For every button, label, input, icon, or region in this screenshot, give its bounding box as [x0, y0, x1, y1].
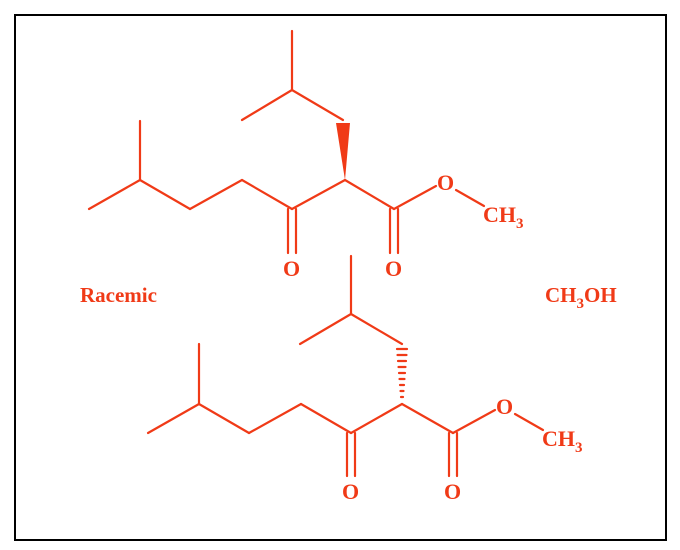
top-molecule: O CH3 O O	[87, 29, 524, 281]
racemic-label: Racemic	[80, 283, 157, 307]
bottom-o-to-methyl	[513, 412, 545, 432]
top-chain-bond-3	[240, 178, 294, 211]
frame-border	[14, 14, 667, 541]
top-carbonyl-oxygen: O	[385, 256, 402, 281]
methanol-label: CH3OH	[545, 283, 617, 312]
bottom-carbonyl-oxygen: O	[444, 479, 461, 504]
top-ester-single-o	[392, 184, 438, 211]
bottom-ester-oxygen: O	[496, 394, 513, 419]
bottom-chain-bond-1	[197, 402, 251, 435]
bottom-isobutyl-methyl-b	[298, 312, 353, 346]
bottom-chain-bond-3	[299, 402, 353, 435]
top-isobutyl-ch2	[290, 88, 345, 122]
top-ketone-oxygen: O	[283, 256, 300, 281]
bottom-chain-bond-2	[247, 402, 303, 435]
top-center-to-ester	[343, 178, 396, 211]
top-methyl-label: CH3	[483, 202, 524, 232]
bottom-chain-methyl-b	[146, 402, 201, 435]
top-o-to-methyl	[454, 188, 486, 208]
top-isobutyl-methyl-b	[240, 88, 294, 122]
top-chain-methyl-b	[87, 178, 142, 211]
top-ketone-to-center	[290, 178, 347, 211]
bottom-ketone-oxygen: O	[342, 479, 359, 504]
bottom-center-to-ester	[400, 402, 455, 435]
top-ester-oxygen: O	[437, 170, 454, 195]
top-chain-bond-1	[138, 178, 192, 211]
top-chain-bond-2	[188, 178, 244, 211]
bottom-hash-bond	[395, 347, 409, 399]
bottom-isobutyl-ch2	[349, 312, 404, 346]
bottom-ketone-to-center	[349, 402, 404, 435]
bottom-ester-single-o	[451, 408, 497, 435]
bottom-molecule: O CH3 O O	[146, 254, 583, 504]
bottom-methyl-label: CH3	[542, 426, 583, 456]
top-wedge-bond	[336, 123, 350, 180]
